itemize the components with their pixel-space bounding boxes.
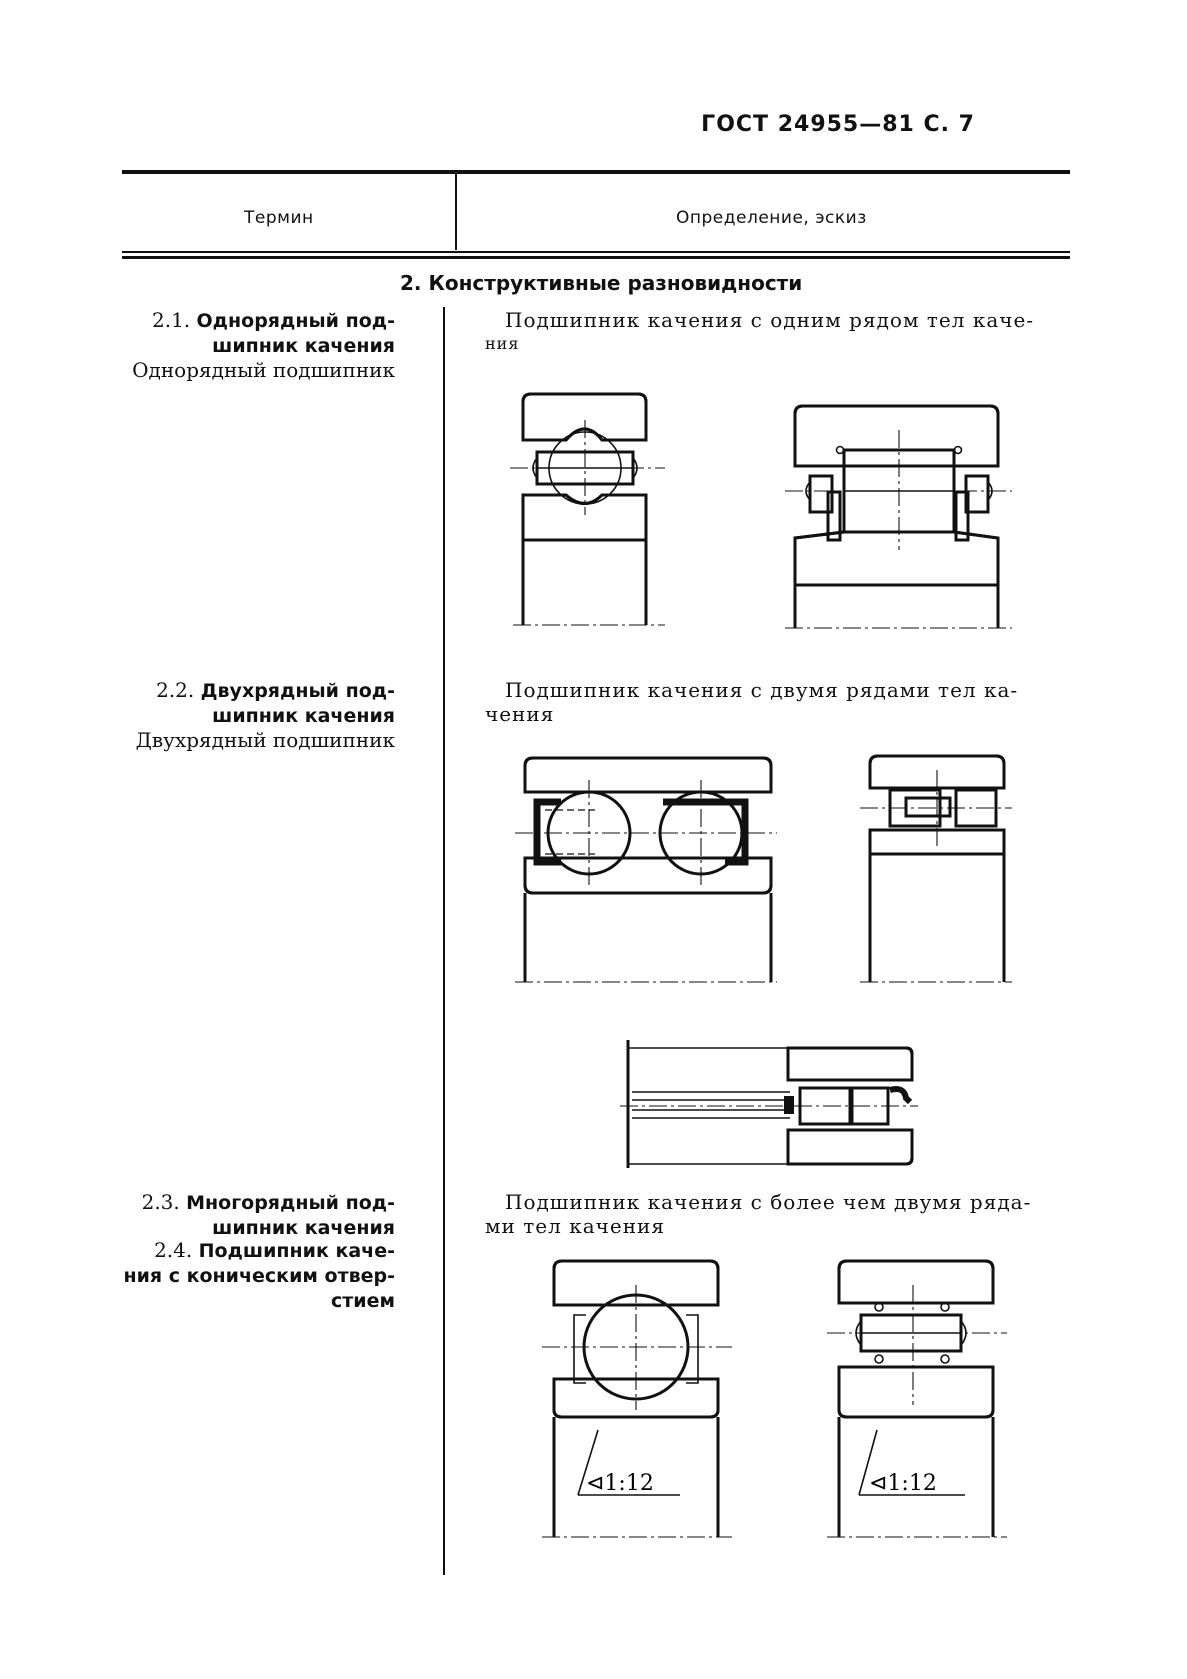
top-rule (122, 170, 1070, 174)
column-header-definition: Определение, эскиз (676, 208, 867, 228)
term-bold: Подшипник каче- (198, 1240, 395, 1262)
term-2-3: 2.3. Многорядный под- шипник качения (105, 1190, 395, 1240)
taper-label: ⊲1:12 (586, 1471, 654, 1496)
sketch-single-row-roller-bearing (510, 392, 665, 626)
definition-2-1: Подшипник качения с одним рядом тел каче… (485, 308, 1070, 356)
column-divider-header (455, 174, 457, 250)
header-rule-1 (122, 251, 1070, 253)
definition-2-3: Подшипник качения с более чем двумя ряда… (485, 1190, 1070, 1238)
definition-line: чения (485, 702, 555, 726)
term-number: 2.2. (156, 678, 195, 702)
term-bold: стием (330, 1290, 395, 1312)
term-bold: ния с коническим отвер- (123, 1265, 395, 1287)
column-divider (443, 307, 445, 1575)
term-bold: Двухрядный под- (200, 680, 395, 702)
header-rule-2 (122, 256, 1070, 259)
term-2-2: 2.2. Двухрядный под- шипник качения Двух… (105, 678, 395, 752)
definition-line: Подшипник качения с двумя рядами тел ка- (505, 678, 1019, 702)
column-header-term: Термин (244, 208, 314, 228)
term-bold: Многорядный под- (186, 1192, 395, 1214)
term-bold: шипник качения (212, 705, 395, 727)
term-number: 2.4. (154, 1238, 193, 1262)
term-2-1: 2.1. Однорядный под- шипник качения Одно… (105, 308, 395, 382)
term-bold: шипник качения (212, 1217, 395, 1239)
definition-line: ния (485, 334, 520, 353)
sketch-tapered-bore-roller-bearing: ⊲1:12 (827, 1259, 1007, 1538)
term-synonym: Двухрядный подшипник (135, 728, 395, 752)
sketch-double-row-cylindrical-bearing (860, 754, 1012, 983)
sketch-multi-row-bearing (620, 1040, 918, 1168)
definition-line: Подшипник качения с одним рядом тел каче… (505, 308, 1035, 332)
term-number: 2.1. (151, 308, 191, 332)
sketch-tapered-bore-ball-bearing: ⊲1:12 (542, 1259, 732, 1538)
term-bold: Однорядный под- (196, 310, 395, 332)
page-header: ГОСТ 24955—81 С. 7 (701, 112, 975, 137)
section-title: 2. Конструктивные разновидности (400, 271, 803, 295)
definition-line: Подшипник качения с более чем двумя ряда… (505, 1190, 1032, 1214)
sketch-double-row-ball-bearing (515, 756, 777, 983)
definition-line: ми тел качения (485, 1214, 665, 1238)
term-2-4: 2.4. Подшипник каче- ния с коническим от… (105, 1238, 395, 1313)
term-bold: шипник качения (212, 335, 395, 357)
taper-label: ⊲1:12 (869, 1471, 937, 1496)
term-synonym: Однорядный подшипник (132, 358, 395, 382)
sketch-cylindrical-roller-bearing (785, 404, 1012, 629)
term-number: 2.3. (141, 1190, 180, 1214)
definition-2-2: Подшипник качения с двумя рядами тел ка-… (485, 678, 1070, 726)
